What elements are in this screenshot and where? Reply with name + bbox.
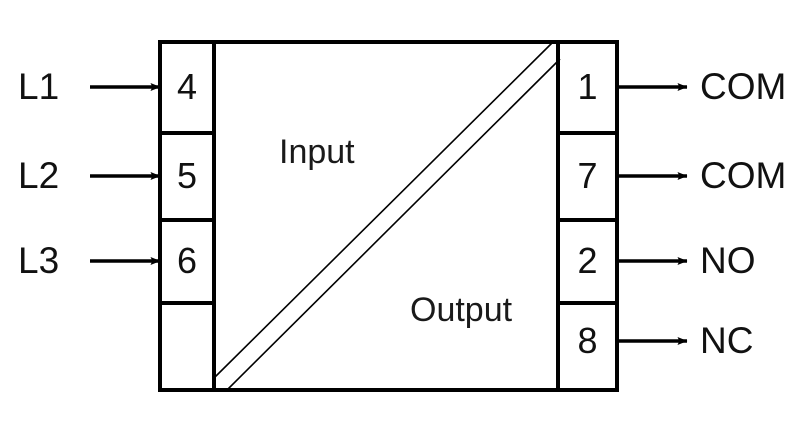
signal-label-l3: L3	[18, 240, 60, 281]
terminal-number-4: 4	[176, 66, 198, 107]
signal-label-nc: NC	[700, 320, 754, 361]
module-body-outline	[158, 40, 619, 392]
terminal-number-7: 7	[577, 155, 598, 196]
signal-label-com-2: COM	[700, 155, 787, 196]
terminal-number-8: 8	[577, 320, 598, 361]
input-output-separator-line-upper	[214, 42, 553, 378]
input-zone-label: Input	[279, 133, 355, 171]
terminal-number-5: 5	[176, 155, 198, 196]
terminal-number-6: 6	[176, 240, 198, 281]
input-output-separator-line-lower	[227, 58, 561, 390]
output-zone-label: Output	[410, 291, 513, 329]
terminal-number-2: 2	[577, 240, 598, 281]
signal-label-l2: L2	[18, 155, 60, 196]
signal-label-com-1: COM	[700, 66, 787, 107]
terminal-number-1: 1	[577, 66, 598, 107]
signal-label-l1: L1	[18, 66, 60, 107]
signal-label-no: NO	[700, 240, 756, 281]
